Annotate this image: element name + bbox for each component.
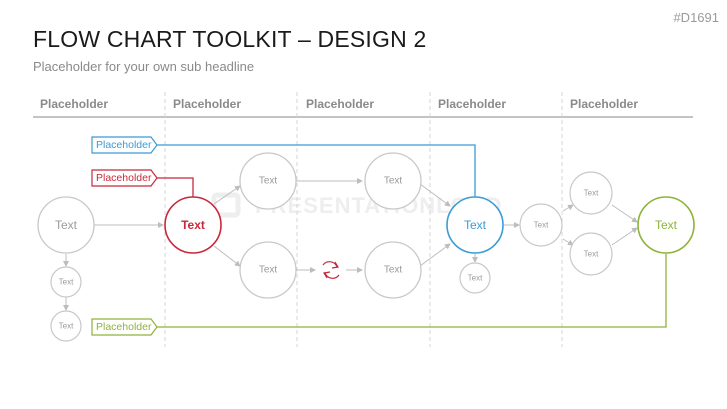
page-subtitle: Placeholder for your own sub headline (33, 59, 255, 74)
node-label: Text (181, 218, 205, 232)
column-headers: Placeholder Placeholder Placeholder Plac… (33, 97, 693, 118)
node-blue-main: Text (446, 196, 504, 254)
blue-connector (157, 144, 476, 205)
arrow (213, 185, 241, 205)
node-label: Text (464, 218, 487, 232)
flow-arrows (63, 178, 638, 311)
node-upper-mid: Text (239, 152, 297, 210)
node-label: Text (384, 265, 403, 276)
node-hub: Text (519, 203, 563, 247)
slide-id: #D1691 (673, 10, 719, 25)
red-connector (157, 177, 194, 197)
tag-label: Placeholder (96, 172, 152, 184)
node-label: Text (55, 218, 78, 232)
green-connector (157, 254, 667, 328)
node-label: Text (468, 274, 483, 283)
column-header-4: Placeholder (438, 97, 506, 111)
node-start: Text (37, 196, 95, 254)
node-fan-bottom: Text (569, 232, 613, 276)
watermark-logo-icon (211, 192, 241, 218)
arrow (562, 238, 574, 246)
column-header-5: Placeholder (570, 97, 638, 111)
node-label: Text (534, 221, 549, 230)
node-lower-mid: Text (239, 241, 297, 299)
column-header-1: Placeholder (40, 97, 108, 111)
page-title: FLOW CHART TOOLKIT – DESIGN 2 (33, 26, 427, 52)
tag-label: Placeholder (96, 139, 152, 151)
node-label: Text (584, 250, 599, 259)
node-label: Text (384, 176, 403, 187)
node-blue-sub: Text (459, 262, 491, 294)
arrow (419, 243, 451, 267)
arrow (611, 204, 638, 223)
node-label: Text (259, 176, 278, 187)
tag-red: Placeholder (91, 169, 158, 187)
tag-label: Placeholder (96, 321, 152, 333)
node-left-sub-1: Text (50, 266, 82, 298)
node-left-sub-2: Text (50, 310, 82, 342)
node-label: Text (259, 265, 278, 276)
node-label: Text (655, 218, 678, 232)
arrow (611, 227, 638, 246)
arrow (213, 245, 241, 267)
cycle-icon (322, 261, 340, 279)
node-label: Text (59, 278, 74, 287)
node-upper-right: Text (364, 152, 422, 210)
tag-blue: Placeholder (91, 136, 158, 154)
node-fan-top: Text (569, 171, 613, 215)
node-label: Text (584, 189, 599, 198)
arrow (562, 204, 574, 212)
node-red-main: Text (164, 196, 222, 254)
node-label: Text (59, 322, 74, 331)
column-header-3: Placeholder (306, 97, 374, 111)
column-header-2: Placeholder (173, 97, 241, 111)
node-green-main: Text (637, 196, 695, 254)
node-lower-right: Text (364, 241, 422, 299)
tag-green: Placeholder (91, 318, 158, 336)
arrow (419, 183, 451, 207)
